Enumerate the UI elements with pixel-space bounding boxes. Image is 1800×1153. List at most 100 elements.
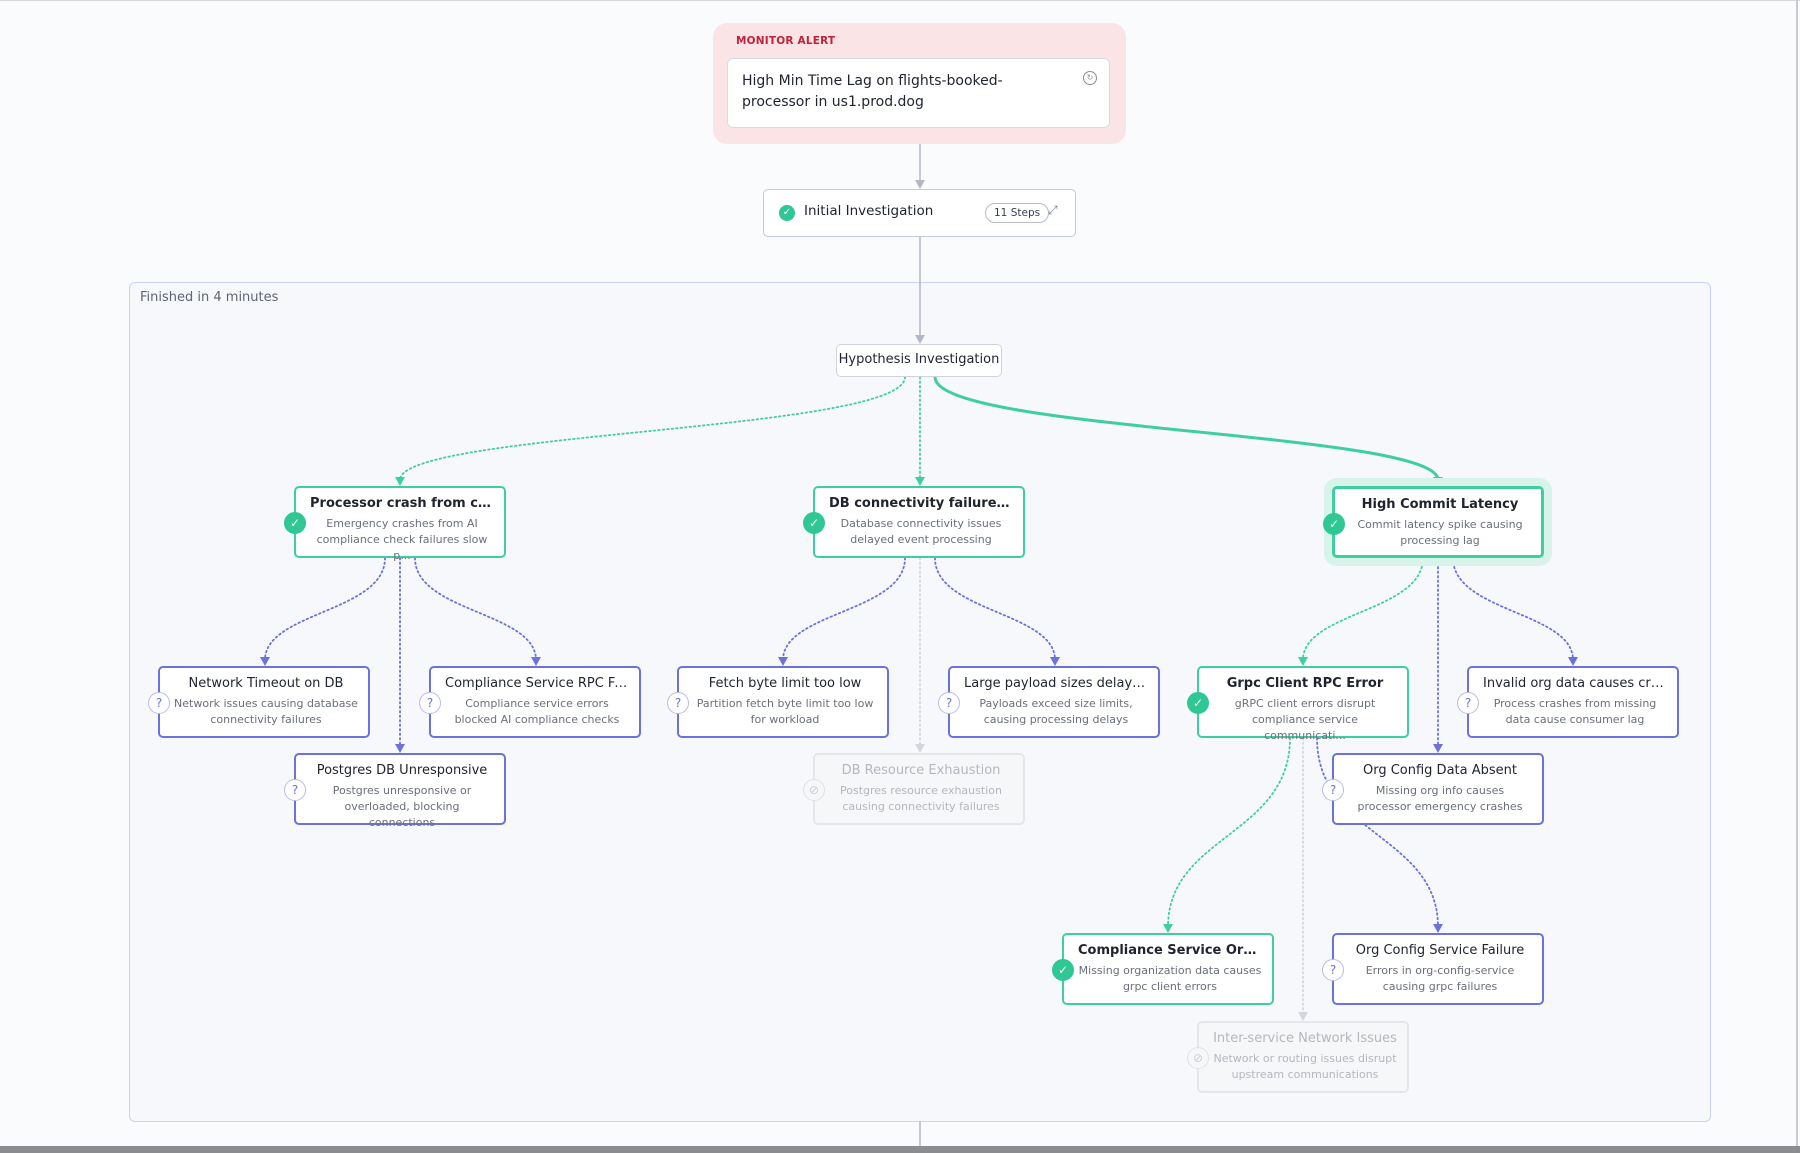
monitor-alert-label: MONITOR ALERT [736, 35, 836, 47]
initial-investigation-node[interactable]: ✓ Initial Investigation 11 Steps ⤢ [763, 189, 1076, 237]
hypothesis-node[interactable]: ✓Compliance Service Org D...Missing orga… [1052, 933, 1274, 1005]
hypothesis-node[interactable]: ? Large payload sizes delay c... Payloads … [938, 666, 1160, 738]
node-description: Network or routing issues disrupt upstre… [1213, 1052, 1397, 1081]
hypothesis-investigation-node[interactable]: Hypothesis Investigation [836, 344, 1002, 377]
node-title: Org Config Data Absent [1362, 763, 1517, 778]
edge [1302, 557, 1424, 661]
bottom-bar [0, 1146, 1800, 1153]
edge [1452, 557, 1574, 661]
group-duration-label: Finished in 4 minutes [140, 290, 279, 305]
steps-badge[interactable]: 11 Steps [985, 203, 1050, 223]
monitor-alert-title: High Min Time Lag on flights-booked-proc… [742, 73, 1003, 110]
node-title: Processor crash from com... [310, 496, 494, 511]
edge [264, 557, 386, 661]
question-circle-icon: ? [419, 692, 441, 714]
node-title: DB connectivity failure ca... [829, 496, 1013, 511]
edge [934, 557, 1056, 661]
node-title: Fetch byte limit too low [708, 676, 862, 691]
arrowhead-icon [915, 477, 925, 486]
check-circle-icon: ✓ [803, 512, 825, 534]
check-circle-icon: ✓ [1187, 692, 1209, 714]
node-title: Compliance Service RPC Fai... [445, 676, 629, 691]
arrowhead-icon [1433, 924, 1443, 933]
check-circle-icon: ✓ [779, 205, 795, 221]
edge-root-cause [933, 376, 1440, 481]
arrowhead-icon [915, 180, 925, 189]
ban-icon: ⊘ [803, 779, 825, 801]
node-title: DB Resource Exhaustion [841, 763, 1001, 778]
node-title: Org Config Service Failure [1355, 943, 1525, 958]
node-description: Missing org info causes processor emerge… [1357, 784, 1523, 813]
arrowhead-icon [395, 744, 405, 753]
node-title: Grpc Client RPC Error [1226, 676, 1384, 691]
arrowhead-icon [531, 657, 541, 666]
node-description: Payloads exceed size limits, causing pro… [979, 697, 1133, 726]
edge [782, 557, 906, 661]
edge [1316, 737, 1439, 928]
node-description: Partition fetch byte limit too low for w… [696, 697, 874, 726]
right-border [1796, 0, 1798, 1146]
hypothesis-node[interactable]: ? Invalid org data causes cras... Process … [1457, 666, 1679, 738]
check-circle-icon: ✓ [1052, 959, 1074, 981]
arrowhead-icon [1298, 1012, 1308, 1021]
arrowhead-icon [395, 477, 405, 486]
check-circle-icon: ✓ [1323, 513, 1345, 535]
question-circle-icon: ? [1322, 779, 1344, 801]
arrowhead-icon [1433, 477, 1443, 486]
arrowhead-icon [260, 657, 270, 666]
arrowhead-icon [1568, 657, 1578, 666]
hypothesis-node[interactable]: ? Network Timeout on DB Network issues cau… [148, 666, 370, 738]
arrowhead-icon [1050, 657, 1060, 666]
question-circle-icon: ? [284, 779, 306, 801]
question-circle-icon: ? [1322, 959, 1344, 981]
node-description: Network issues causing database connecti… [174, 697, 358, 726]
node-description: gRPC client errors disrupt compliance se… [1234, 697, 1376, 742]
node-description: Commit latency spike causing processing … [1357, 518, 1523, 547]
hypothesis-node[interactable]: ✓ DB connectivity failure ca... Database c… [803, 486, 1025, 558]
node-description: Compliance service errors blocked AI com… [454, 697, 620, 726]
expand-icon[interactable]: ⤢ [1048, 203, 1058, 217]
node-description: Errors in org-config-service causing grp… [1365, 964, 1515, 993]
refresh-icon[interactable]: ↻ [1083, 71, 1097, 85]
monitor-alert-card[interactable]: High Min Time Lag on flights-booked-proc… [727, 58, 1110, 128]
arrowhead-icon [915, 335, 925, 344]
edge [399, 376, 906, 481]
node-description: Process crashes from missing data cause … [1493, 697, 1657, 726]
check-circle-icon: ✓ [284, 512, 306, 534]
question-circle-icon: ? [1457, 692, 1479, 714]
arrowhead-icon [1298, 657, 1308, 666]
node-title: Inter-service Network Issues [1213, 1031, 1397, 1046]
initial-investigation-label: Initial Investigation [804, 203, 934, 219]
question-circle-icon: ? [148, 692, 170, 714]
hypothesis-node[interactable]: ✓ Grpc Client RPC Error gRPC client errors… [1187, 666, 1409, 742]
node-title: Network Timeout on DB [188, 676, 344, 691]
node-title: High Commit Latency [1361, 497, 1519, 512]
node-title: Invalid org data causes cras... [1483, 676, 1667, 691]
ban-icon: ⊘ [1187, 1047, 1209, 1069]
arrowhead-icon [778, 657, 788, 666]
node-description: Missing organization data causes grpc cl… [1078, 964, 1262, 993]
top-border [0, 0, 1800, 1]
question-circle-icon: ? [938, 692, 960, 714]
hypothesis-node[interactable]: ? Compliance Service RPC Fai... Compliance… [419, 666, 641, 738]
arrowhead-icon [915, 744, 925, 753]
hypothesis-node[interactable]: ✓ Processor crash from com... Emergency cr… [284, 486, 506, 562]
monitor-alert-panel: MONITOR ALERT High Min Time Lag on fligh… [713, 23, 1126, 144]
edge [414, 557, 537, 661]
node-description: Emergency crashes from AI compliance che… [316, 517, 488, 562]
arrowhead-icon [1163, 924, 1173, 933]
node-title: Large payload sizes delay c... [964, 676, 1148, 691]
question-circle-icon: ? [667, 692, 689, 714]
node-description: Postgres unresponsive or overloaded, blo… [332, 784, 472, 829]
node-description: Postgres resource exhaustion causing con… [840, 784, 1002, 813]
node-description: Database connectivity issues delayed eve… [840, 517, 1002, 546]
arrowhead-icon [1433, 744, 1443, 753]
